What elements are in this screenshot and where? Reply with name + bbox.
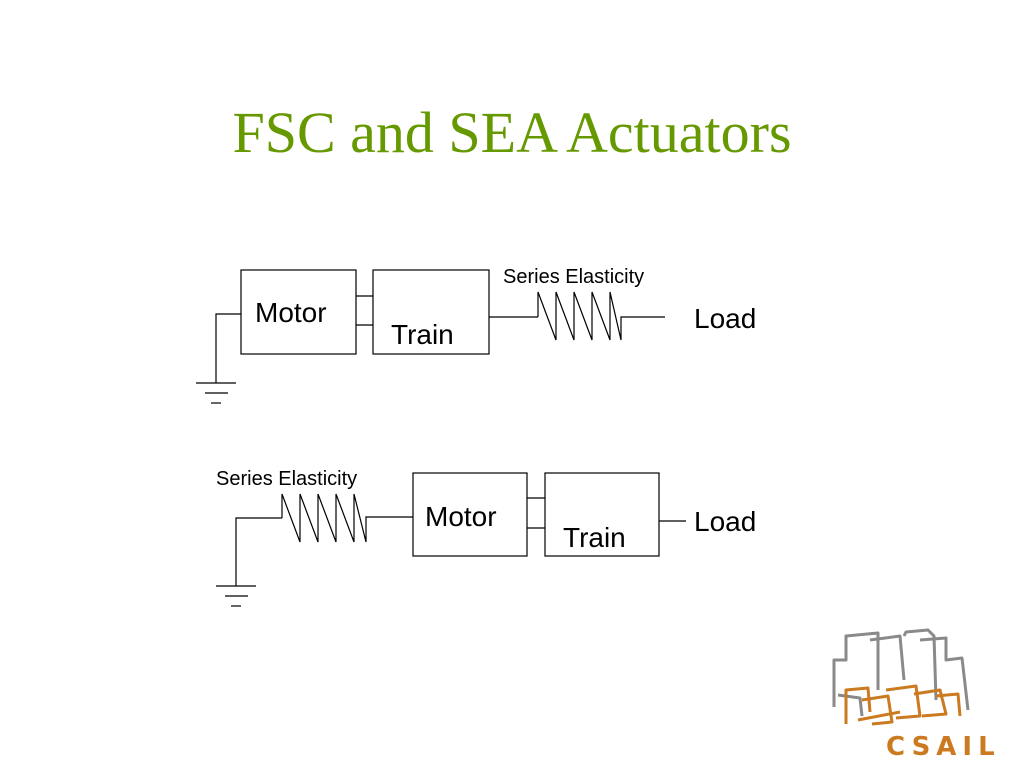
ground-symbol-bottom (216, 585, 256, 607)
load-label-bottom: Load (694, 506, 756, 537)
motor-label-top: Motor (255, 297, 327, 328)
sea-diagram (216, 472, 686, 607)
spring-label-top: Series Elasticity (503, 266, 644, 288)
train-box-top (372, 269, 490, 355)
logo-buildings-orange (844, 684, 962, 726)
fsc-diagram (196, 269, 665, 404)
train-box-bottom (544, 472, 660, 557)
ground-wire-bottom (235, 517, 282, 586)
train-label-bottom: Train (563, 522, 626, 553)
motor-label-bottom: Motor (425, 501, 497, 532)
spring-bottom (281, 493, 413, 543)
csail-logo-text: CSAIL (886, 732, 1001, 762)
spring-label-bottom: Series Elasticity (216, 468, 357, 490)
spring-top (537, 291, 665, 341)
train-label-top: Train (391, 319, 454, 350)
motor-box-bottom (412, 472, 528, 557)
slide-title: FSC and SEA Actuators (232, 100, 792, 165)
motor-box-top (240, 269, 357, 355)
csail-logo: CSAIL (832, 628, 1001, 762)
logo-buildings-gray (832, 628, 970, 717)
load-label-top: Load (694, 303, 756, 334)
ground-symbol-top (196, 382, 236, 404)
ground-wire-top (215, 313, 241, 383)
